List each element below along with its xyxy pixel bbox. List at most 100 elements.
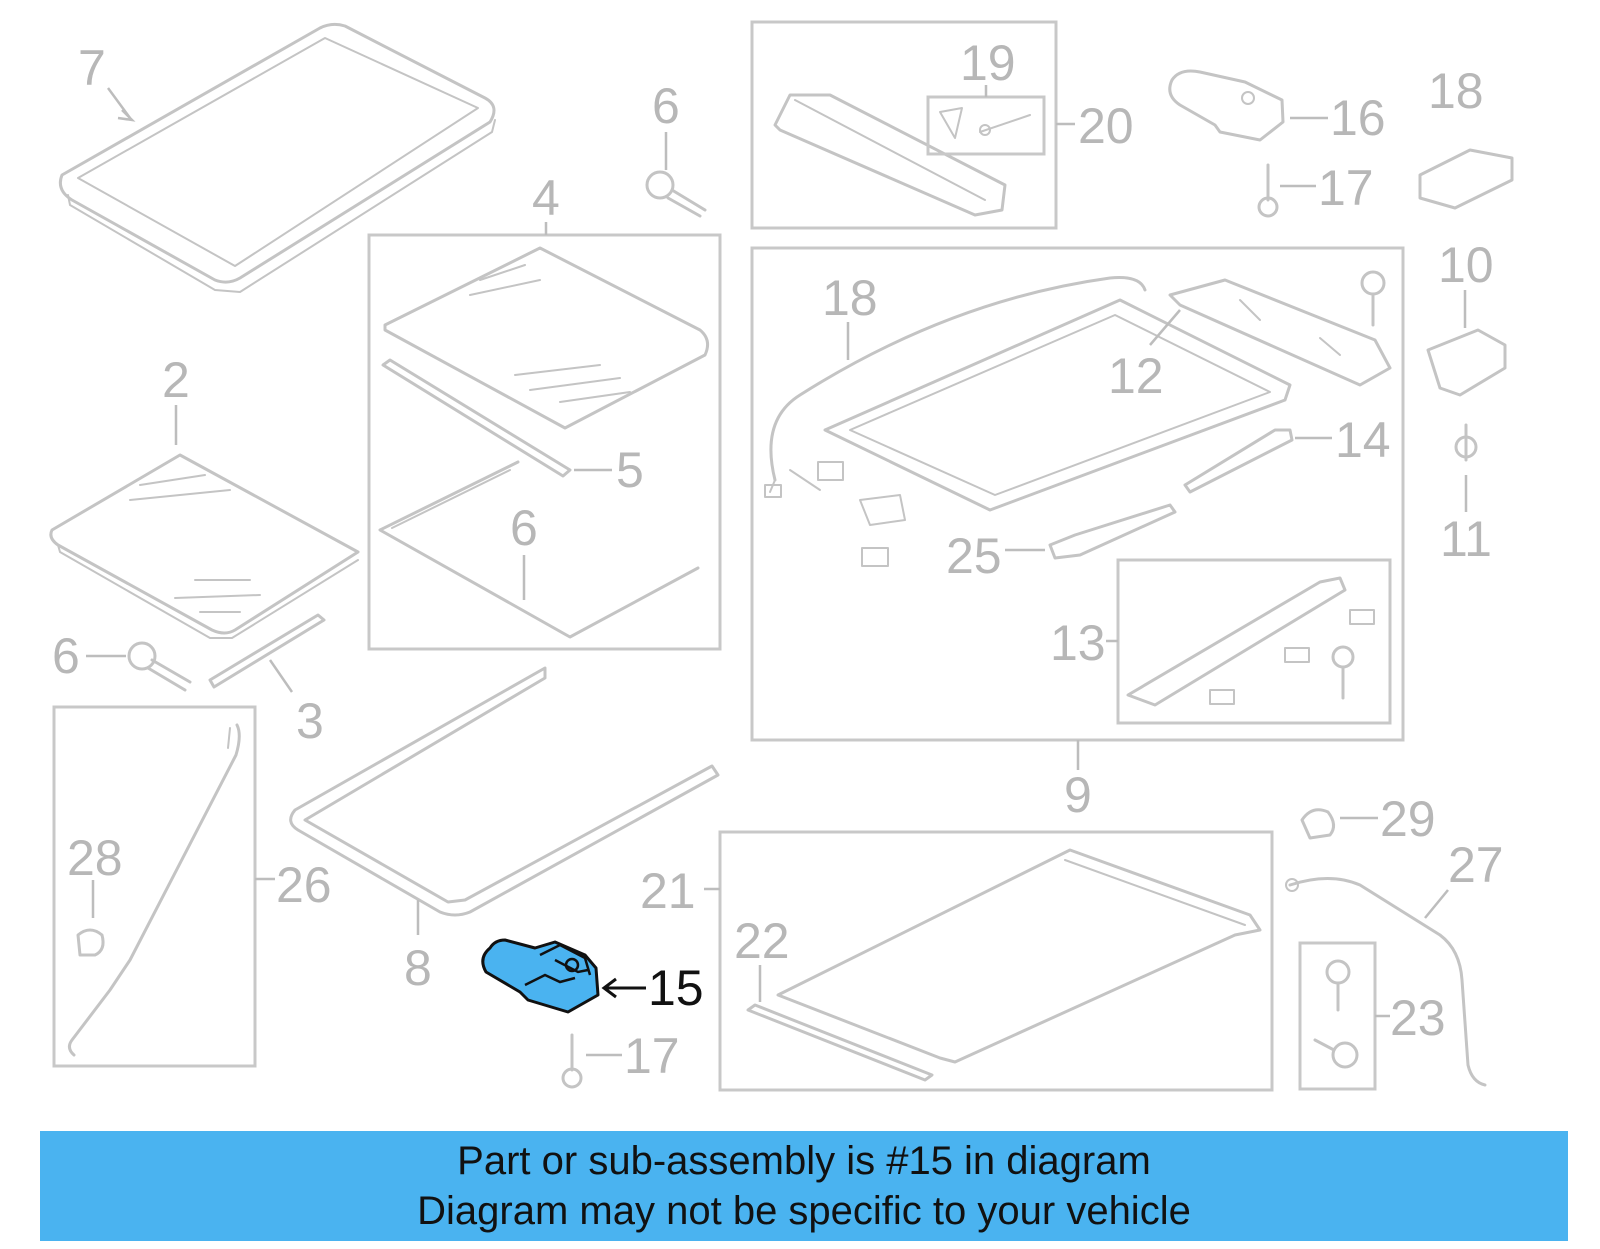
- callout-1: 2: [162, 352, 190, 445]
- callout-13: 13: [1050, 615, 1118, 671]
- svg-text:6: 6: [52, 628, 80, 684]
- svg-text:21: 21: [640, 863, 696, 919]
- part-18-drain-hose[interactable]: [764, 276, 1147, 498]
- svg-text:13: 13: [1050, 615, 1106, 671]
- callout-27: 27: [1424, 837, 1504, 919]
- part-9-frame[interactable]: [823, 298, 1292, 567]
- svg-text:16: 16: [1330, 90, 1386, 146]
- part-6-bolt-left[interactable]: [127, 641, 192, 692]
- callout-3: 4: [532, 170, 560, 235]
- part-22-sunshade[interactable]: [776, 848, 1262, 1064]
- assembly-box-13: [1116, 558, 1392, 725]
- part-25-cable[interactable]: [1048, 503, 1177, 560]
- callout-25: 25: [946, 528, 1045, 584]
- callout-14: 14: [1295, 412, 1391, 468]
- part-7-glass-panel[interactable]: [58, 22, 496, 293]
- callout-10: 10: [1438, 237, 1494, 328]
- svg-text:22: 22: [734, 913, 790, 969]
- part-27-drain-tube[interactable]: [1285, 877, 1487, 1087]
- svg-text:28: 28: [67, 830, 123, 886]
- part-12-rail[interactable]: [1168, 278, 1392, 387]
- part-23-strip[interactable]: [746, 1003, 934, 1082]
- svg-text:27: 27: [1448, 837, 1504, 893]
- part-17-bolt-bottom[interactable]: [561, 1033, 583, 1089]
- svg-text:5: 5: [616, 442, 644, 498]
- svg-text:19: 19: [960, 35, 1016, 91]
- part-1-glass[interactable]: [49, 453, 360, 639]
- part-24-screws[interactable]: [1313, 959, 1359, 1069]
- callout-20: 20: [1056, 98, 1134, 154]
- callout-22: 21: [640, 863, 720, 919]
- assembly-box-3: [367, 233, 722, 651]
- svg-text:3: 3: [296, 693, 324, 749]
- svg-text:8: 8: [404, 940, 432, 996]
- part-4-seal[interactable]: [381, 358, 572, 478]
- part-16-motor[interactable]: [1168, 69, 1285, 142]
- assembly-box-26: [52, 705, 257, 1068]
- part-5-seal[interactable]: [378, 460, 700, 639]
- callout-17-top: 17: [1280, 160, 1374, 216]
- banner-line-1: Part or sub-assembly is #15 in diagram: [457, 1139, 1151, 1183]
- svg-text:6: 6: [652, 78, 680, 134]
- part-11-clip[interactable]: [1454, 423, 1478, 462]
- callout-9: 9: [1064, 740, 1092, 823]
- svg-text:11: 11: [1440, 511, 1492, 567]
- part-29-clip[interactable]: [1300, 808, 1335, 840]
- svg-text:2: 2: [162, 352, 190, 408]
- callout-4: 5: [574, 442, 644, 498]
- info-banner: Part or sub-assembly is #15 in diagram D…: [40, 1131, 1568, 1241]
- callout-12: 12: [1108, 309, 1181, 404]
- callout-17-bottom: 17: [586, 1028, 680, 1084]
- callout-11: 11: [1440, 475, 1492, 567]
- part-21-clips[interactable]: [939, 107, 1031, 139]
- part-10-bracket[interactable]: [1426, 328, 1507, 397]
- svg-text:20: 20: [1078, 98, 1134, 154]
- part-17-bolt-top[interactable]: [1257, 163, 1279, 218]
- svg-text:18: 18: [822, 270, 878, 326]
- part-6-bolt-top[interactable]: [645, 170, 707, 218]
- callout-7: 7: [78, 40, 136, 122]
- part-8-weatherstrip[interactable]: [289, 666, 720, 917]
- svg-text:6: 6: [510, 500, 538, 556]
- callout-23: 22: [734, 913, 790, 1002]
- part-2-strip[interactable]: [208, 613, 326, 689]
- callout-6-left: 6: [52, 628, 126, 684]
- svg-text:17: 17: [624, 1028, 680, 1084]
- svg-text:25: 25: [946, 528, 1002, 584]
- svg-text:15: 15: [648, 960, 704, 1016]
- callout-15: 15: [601, 960, 704, 1016]
- part-19-module[interactable]: [1418, 148, 1514, 210]
- callout-8: 8: [404, 900, 432, 996]
- callout-6-top: 6: [652, 78, 680, 170]
- svg-text:7: 7: [78, 40, 106, 96]
- svg-text:12: 12: [1108, 348, 1164, 404]
- part-13-mechanism[interactable]: [1126, 576, 1375, 707]
- callout-21: 19: [960, 35, 1016, 97]
- callout-18: 18: [822, 270, 878, 360]
- part-14-cable[interactable]: [1183, 428, 1294, 494]
- part-15-sunroof-motor[interactable]: [481, 938, 600, 1014]
- part-26-drain-tube[interactable]: [67, 723, 241, 1057]
- callout-26: 26: [255, 857, 332, 913]
- callout-29: 29: [1340, 791, 1436, 847]
- banner-line-2: Diagram may not be specific to your vehi…: [417, 1189, 1191, 1233]
- callout-2: 3: [268, 659, 324, 749]
- assembly-box-22: [718, 830, 1274, 1092]
- part-20-deflector[interactable]: [773, 93, 1007, 217]
- svg-text:29: 29: [1380, 791, 1436, 847]
- svg-text:17: 17: [1318, 160, 1374, 216]
- callout-16: 16: [1290, 90, 1386, 146]
- svg-text:9: 9: [1064, 767, 1092, 823]
- callout-24: 23: [1375, 990, 1446, 1046]
- svg-text:10: 10: [1438, 237, 1494, 293]
- part-28-clip[interactable]: [76, 928, 105, 957]
- svg-text:23: 23: [1390, 990, 1446, 1046]
- svg-text:14: 14: [1335, 412, 1391, 468]
- callout-5: 6: [510, 500, 538, 600]
- assembly-box-24: [1298, 941, 1377, 1091]
- part-3-glass[interactable]: [383, 246, 710, 430]
- callout-19: 18: [1428, 63, 1484, 119]
- callout-28: 28: [67, 830, 123, 918]
- part-screw-box9[interactable]: [1360, 270, 1386, 327]
